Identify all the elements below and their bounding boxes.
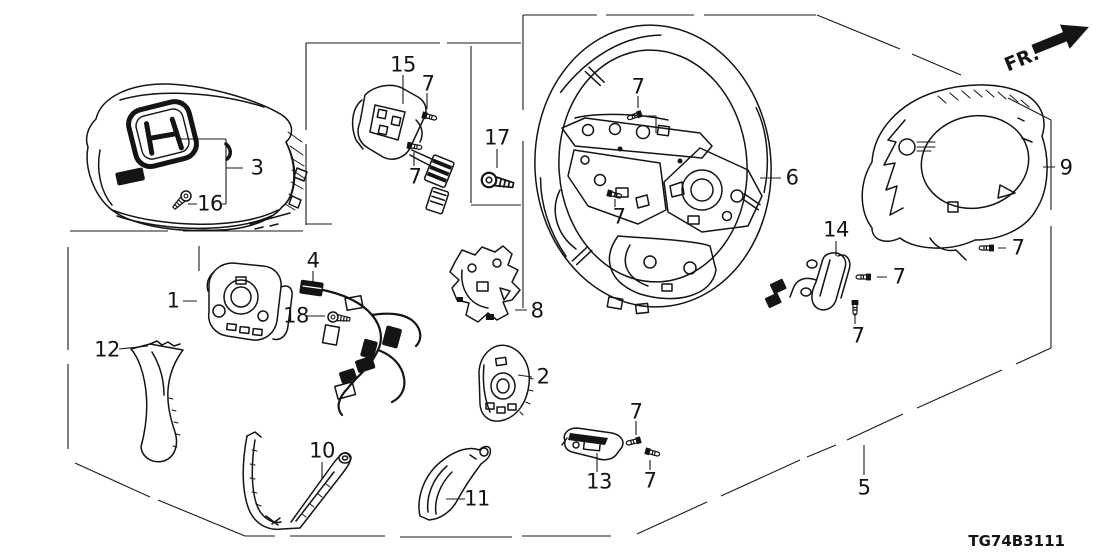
- steering-wheel-art: [534, 24, 772, 308]
- column-cover-9-art: [850, 84, 1048, 316]
- garnish-12-art: [130, 340, 184, 463]
- group-boundary-lines: [67, 14, 1052, 538]
- honda-logo: [126, 99, 199, 170]
- trim-11-art: [418, 445, 492, 521]
- airbag-module-art: [85, 83, 308, 232]
- bracket-14-art: [764, 252, 851, 311]
- switch-assy-15-art: [351, 84, 455, 215]
- steering-wheel-hub-art: [554, 109, 763, 315]
- switch-1-art: [206, 262, 293, 341]
- callout-leader-lines: [118, 75, 1055, 500]
- switch-13-art: [561, 427, 662, 461]
- switch-2-art: [478, 344, 534, 422]
- front-direction-indicator: FR.: [1001, 24, 1089, 76]
- harness-4-art: [299, 279, 422, 417]
- trim-10-art: [242, 431, 352, 531]
- bolt-17-art: [479, 170, 516, 194]
- diagram-code: TG74B3111: [968, 532, 1065, 550]
- front-arrow-icon: [1031, 24, 1089, 55]
- bracket-8-art: [449, 245, 521, 323]
